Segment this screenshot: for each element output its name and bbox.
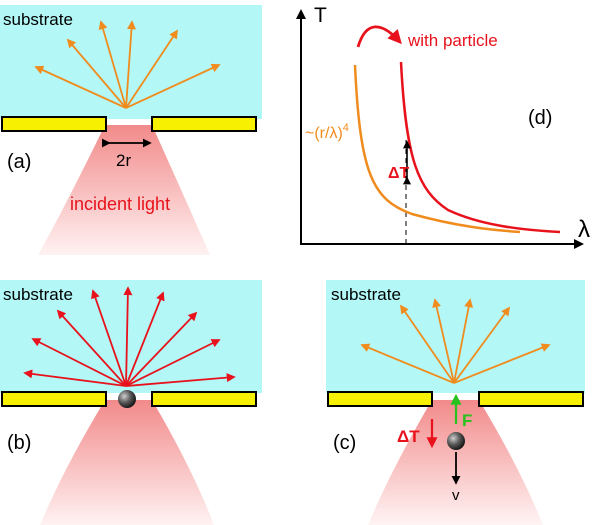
emission-arrow (360, 343, 455, 384)
emission-arrow (23, 369, 127, 387)
emission-arrow (453, 298, 474, 384)
panel-d: T λ with particle ~(r/λ)4 ΔT (d) (296, 4, 590, 249)
transmission-curve-with-particle (399, 61, 561, 234)
emission-arrow (34, 65, 127, 109)
curve-scaling-label: ~(r/λ)4 (305, 122, 349, 142)
incident-light-beam (38, 125, 210, 255)
panel-label-a: (a) (7, 151, 31, 173)
emission-arrow (125, 311, 198, 387)
emission-arrow (453, 306, 511, 384)
emission-arrow (432, 298, 455, 384)
emission-arrow (125, 20, 136, 109)
emission-arrow (98, 20, 127, 109)
emission-arrow (91, 289, 127, 387)
aperture-width-label: 2r (116, 151, 131, 170)
metal-film-left (1, 116, 107, 132)
panel-label-c: (c) (333, 432, 356, 454)
delta-t-label: ΔT (397, 427, 420, 446)
scaling-label-base: ~(r/λ) (305, 125, 343, 142)
transmission-curve-scaling (353, 64, 521, 234)
scaling-label-exponent: 4 (343, 122, 349, 134)
emission-arrow (125, 63, 221, 109)
delta-t-label: ΔT (388, 165, 410, 182)
metal-film-left (1, 391, 107, 407)
substrate-label: substrate (3, 10, 73, 29)
curve-particle-label: with particle (407, 31, 498, 50)
emission-arrow (125, 291, 165, 387)
x-axis-label: λ (578, 216, 590, 243)
force-label: F (462, 411, 472, 430)
incident-light-beam (40, 400, 214, 525)
substrate-label: substrate (3, 285, 73, 304)
emission-arrow (125, 373, 236, 387)
metal-film-left (327, 391, 433, 407)
velocity-label: v (452, 487, 460, 504)
panel-a: substrate 2r (a) incident light (0, 5, 262, 255)
emission-arrow (56, 309, 127, 387)
metal-film-right (151, 116, 257, 132)
panel-c: substrate (c) F ΔT v (326, 280, 585, 525)
transmitted-light-arrows (360, 298, 551, 384)
panel-label-b: (b) (7, 432, 31, 454)
emission-arrow (453, 343, 551, 384)
nanoparticle (118, 390, 136, 408)
curve-shift-arrow (356, 25, 402, 48)
emission-arrow (123, 286, 133, 387)
panel-label-d: (d) (528, 107, 552, 129)
emission-arrow (399, 304, 455, 384)
y-axis-label: T (314, 4, 327, 27)
substrate-label: substrate (331, 285, 401, 304)
emission-arrow (66, 38, 127, 109)
emission-arrow (125, 339, 221, 387)
panel-b: substrate (b) (0, 280, 262, 525)
emission-arrow (31, 338, 127, 387)
metal-film-right (151, 391, 257, 407)
nanoparticle (447, 432, 465, 450)
emission-arrow (125, 29, 178, 109)
scattered-light-arrows (23, 286, 236, 387)
transmitted-light-arrows (34, 20, 221, 109)
incident-light-label: incident light (70, 194, 170, 214)
metal-film-right (478, 391, 584, 407)
